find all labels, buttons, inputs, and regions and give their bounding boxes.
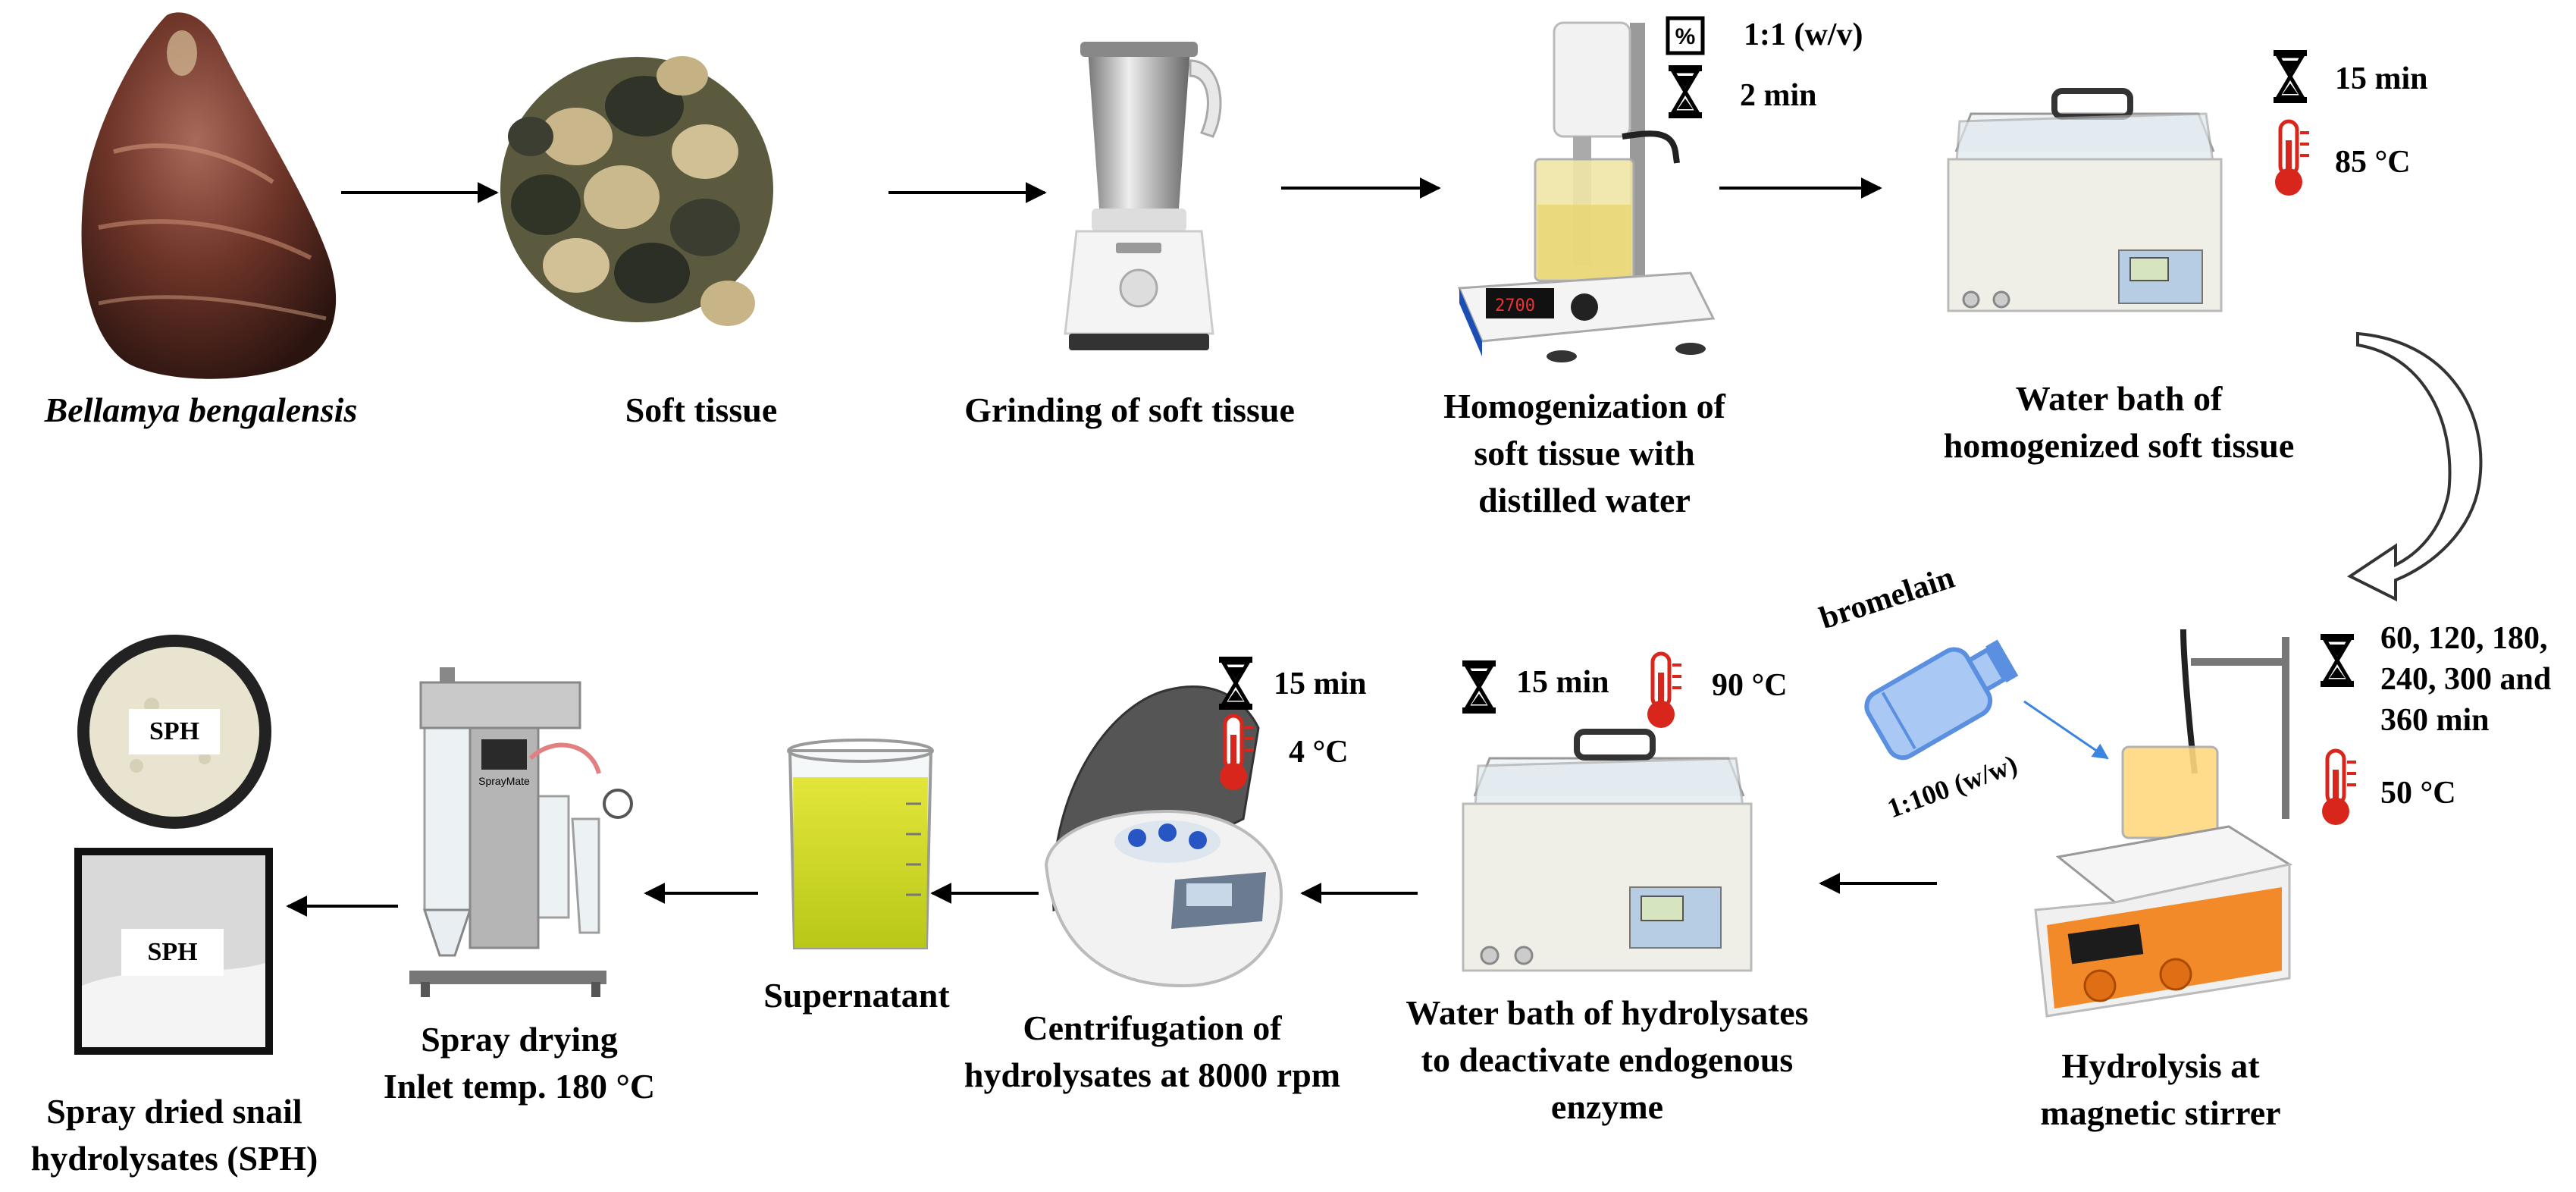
homogenization-ratio: 1:1 (w/v) (1744, 17, 1863, 52)
sph-bag-tag: SPH (147, 938, 198, 966)
svg-text:2700: 2700 (1495, 296, 1535, 315)
snail-image (81, 12, 337, 379)
thermometer-icon (2275, 119, 2309, 196)
water-bath-2-time: 15 min (1516, 665, 1609, 700)
thermometer-icon (2322, 748, 2356, 825)
water-bath-2-label: Water bath of hydrolysates to deactivate… (1406, 993, 1809, 1126)
water-bath-1-image (1947, 88, 2223, 312)
soft-tissue-image (500, 56, 773, 326)
hourglass-icon (2321, 634, 2354, 687)
hourglass-icon (1462, 660, 1496, 714)
water-bath-2-image (1462, 729, 1753, 972)
sph-label: Spray dried snail hydrolysates (SPH) (30, 1092, 318, 1178)
enzyme-arrow (2023, 700, 2109, 760)
water-bath-1-time: 15 min (2335, 61, 2428, 96)
hourglass-icon (1219, 657, 1252, 710)
thermometer-icon (1220, 714, 1254, 790)
water-bath-2-temp: 90 °C (1712, 668, 1788, 703)
curved-arrow (2347, 331, 2483, 602)
centrifuge-image (1044, 685, 1283, 988)
spray-drying-label: Spray drying Inlet temp. 180 °C (383, 1020, 656, 1106)
homogenizer-image: 2700 (1457, 21, 1716, 362)
hydrolysis-time: 60, 120, 180, 240, 300 and 360 min (2380, 621, 2552, 738)
hydrolysis-label: Hydrolysis at magnetic stirrer (2040, 1046, 2281, 1132)
sph-bag-image (74, 848, 273, 1055)
centrifugation-temp: 4 °C (1289, 735, 1349, 770)
hourglass-icon (2274, 50, 2307, 103)
homogenization-label: Homogenization of soft tissue with disti… (1443, 387, 1725, 519)
supernatant-beaker-image (787, 739, 934, 949)
water-bath-1-label: Water bath of homogenized soft tissue (1943, 379, 2295, 465)
thermometer-icon (1647, 651, 1681, 728)
snail-label: Bellamya bengalensis (44, 391, 358, 429)
water-bath-1-temp: 85 °C (2335, 145, 2411, 180)
grinding-label: Grinding of soft tissue (964, 391, 1295, 429)
bottle-icon (1864, 639, 2019, 761)
spray-dryer-brand: SprayMate (478, 775, 530, 787)
homogenization-time: 2 min (1740, 78, 1817, 113)
soft-tissue-label: Soft tissue (625, 391, 778, 429)
centrifugation-label: Centrifugation of hydrolysates at 8000 r… (964, 1008, 1341, 1094)
magnetic-stirrer-image (2034, 629, 2292, 1018)
centrifugation-time: 15 min (1274, 667, 1367, 701)
sph-powder-dish-image (77, 635, 271, 829)
spray-dryer-image: SprayMate (409, 667, 633, 997)
supernatant-label: Supernatant (763, 976, 950, 1015)
grinder-image (1064, 42, 1222, 350)
hourglass-icon (1669, 65, 1702, 118)
sph-powder-tag: SPH (149, 717, 200, 745)
percent-box-icon: % (1666, 16, 1705, 55)
svg-text:%: % (1675, 24, 1696, 49)
hydrolysis-temp: 50 °C (2380, 776, 2456, 811)
